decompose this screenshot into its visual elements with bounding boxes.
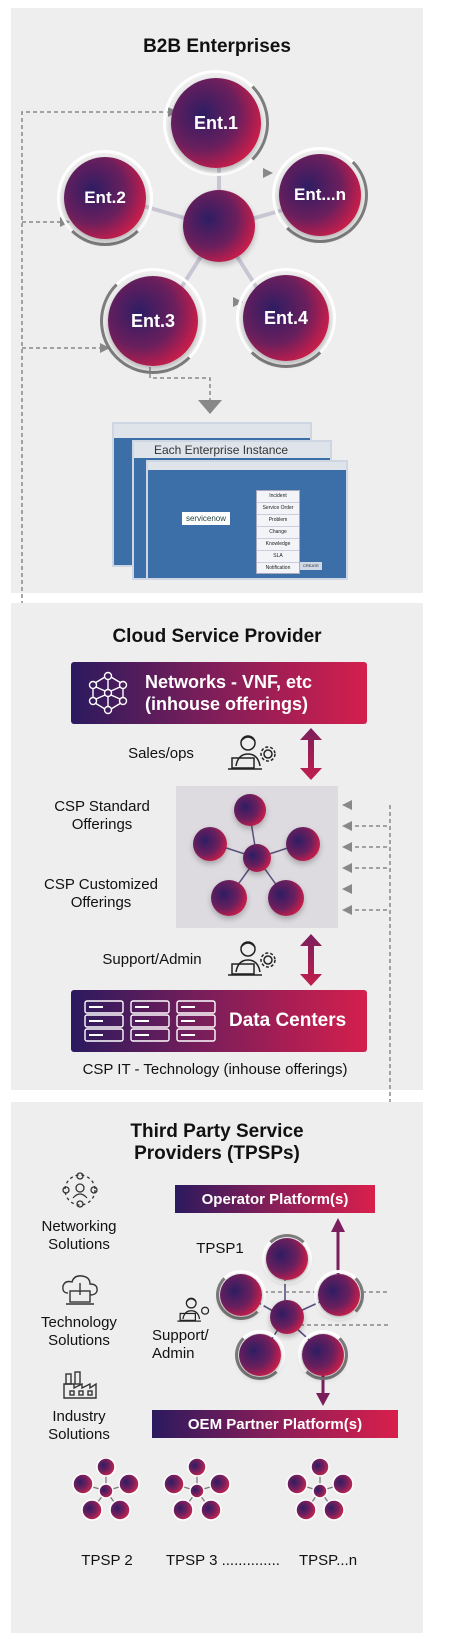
- technology-line1: Technology: [41, 1314, 117, 1331]
- csp-node-center[interactable]: [243, 844, 271, 872]
- tpsp1-right-ring: [314, 1270, 364, 1320]
- hub-node[interactable]: [183, 190, 255, 262]
- tpsp1-br-ring: [298, 1330, 348, 1380]
- tpsp-support-label: Support/ Admin: [152, 1327, 234, 1363]
- networks-banner[interactable]: Networks - VNF, etc (inhouse offerings): [71, 662, 367, 724]
- sales-ops-label: Sales/ops: [128, 745, 194, 762]
- menu-item[interactable]: Problem: [257, 515, 299, 527]
- tpsp1-node-right[interactable]: [318, 1274, 360, 1316]
- server-rack-icon: [84, 1000, 216, 1042]
- csp-customized-line1: CSP Customized: [44, 876, 158, 893]
- tpsp1-node-top[interactable]: [266, 1238, 308, 1280]
- support-updown-arrow: [300, 934, 322, 986]
- datacenters-banner[interactable]: Data Centers: [71, 990, 367, 1052]
- menu-item[interactable]: SLA: [257, 551, 299, 563]
- ent3-node[interactable]: Ent.3: [108, 276, 198, 366]
- csp-footer: CSP IT - Technology (inhouse offerings): [82, 1061, 348, 1078]
- datacenters-banner-text: Data Centers: [229, 1010, 347, 1031]
- csp-node-bottom-right[interactable]: [268, 880, 304, 916]
- ent1-ring: [163, 70, 269, 176]
- tpsp2-cluster: [72, 1458, 140, 1521]
- sales-person-icon: [228, 735, 276, 770]
- network-mesh-icon: [88, 671, 128, 715]
- create-button[interactable]: CREATE: [300, 562, 322, 570]
- technology-solutions-label: Technology Solutions: [24, 1314, 134, 1350]
- networking-line1: Networking: [41, 1218, 117, 1235]
- networks-banner-line2: (inhouse offerings): [145, 694, 308, 714]
- network-people-icon: [62, 1172, 98, 1208]
- tpspn-cluster: [286, 1458, 354, 1521]
- ent3-ring: [100, 268, 206, 374]
- sales-updown-arrow: [300, 728, 322, 780]
- csp-node-left[interactable]: [193, 827, 227, 861]
- csp-node-right[interactable]: [286, 827, 320, 861]
- instance-menu: Incident Service Order Problem Change Kn…: [256, 490, 300, 574]
- entn-node[interactable]: Ent...n: [279, 154, 361, 236]
- ent2-node[interactable]: Ent.2: [64, 157, 146, 239]
- tpsp-title-line2: Providers (TPSPs): [134, 1143, 300, 1164]
- ent2-label: Ent.2: [84, 188, 126, 207]
- factory-icon: [63, 1371, 97, 1399]
- ent4-label: Ent.4: [263, 307, 308, 328]
- ent4-node[interactable]: Ent.4: [243, 275, 329, 361]
- csp-node-bottom-left[interactable]: [211, 880, 247, 916]
- tpsp-support-person-icon: [177, 1297, 210, 1322]
- tpsp-clusters: [72, 1458, 354, 1521]
- csp-standard-line2: Offerings: [71, 816, 133, 833]
- networks-banner-line1: Networks - VNF, etc: [145, 672, 313, 692]
- csp-customized-line2: Offerings: [70, 894, 132, 911]
- industry-line1: Industry: [52, 1408, 106, 1425]
- tpspn-label: TPSP...n: [298, 1552, 358, 1569]
- networking-solutions-label: Networking Solutions: [24, 1218, 134, 1254]
- tpsp1-bl-ring: [235, 1330, 285, 1380]
- tpsp1-node-bottom-left[interactable]: [239, 1334, 281, 1376]
- menu-item[interactable]: Knowledge: [257, 539, 299, 551]
- support-admin-label: Support/Admin: [102, 951, 202, 968]
- ent1-node[interactable]: Ent.1: [171, 78, 261, 168]
- networking-line2: Solutions: [48, 1236, 110, 1253]
- tpsp3-label: TPSP 3 ..............: [166, 1552, 280, 1569]
- csp-standard-line1: CSP Standard: [54, 798, 150, 815]
- tpsp-title-line1: Third Party Service: [130, 1121, 304, 1142]
- industry-line2: Solutions: [48, 1426, 110, 1443]
- tpsp1-left-ring: [216, 1270, 266, 1320]
- tpsp1-label: TPSP1: [196, 1240, 244, 1257]
- menu-item[interactable]: Service Order: [257, 503, 299, 515]
- csp-standard-label: CSP Standard Offerings: [42, 798, 162, 834]
- csp-node-top[interactable]: [234, 794, 266, 826]
- support-person-icon: [228, 941, 276, 976]
- menu-item[interactable]: Notification: [265, 565, 291, 571]
- ent4-ring: [236, 268, 336, 368]
- csp-title: Cloud Service Provider: [112, 626, 322, 647]
- tpsp1-node-left[interactable]: [220, 1274, 262, 1316]
- servicenow-logo: servicenow: [182, 512, 230, 525]
- tpsp1-node-bottom-right[interactable]: [302, 1334, 344, 1376]
- menu-item[interactable]: Change: [257, 527, 299, 539]
- ent3-label: Ent.3: [130, 310, 175, 331]
- technology-line2: Solutions: [48, 1332, 110, 1349]
- entn-ring: [272, 147, 368, 243]
- tpsp2-label: TPSP 2: [81, 1552, 133, 1569]
- ent2-ring: [57, 150, 153, 246]
- instance-screen-front[interactable]: servicenow Incident Service Order Proble…: [146, 460, 348, 580]
- tpsp1-node-center[interactable]: [270, 1300, 304, 1334]
- tpsp-support-line1: Support/: [152, 1327, 209, 1344]
- b2b-title: B2B Enterprises: [143, 36, 291, 57]
- menu-item[interactable]: Incident: [257, 491, 299, 503]
- operator-platform-pill[interactable]: Operator Platform(s): [175, 1185, 375, 1213]
- oem-platform-pill[interactable]: OEM Partner Platform(s): [152, 1410, 398, 1438]
- tpsp-title: Third Party Service Providers (TPSPs): [11, 1121, 423, 1165]
- cloud-laptop-icon: [62, 1275, 98, 1305]
- industry-solutions-label: Industry Solutions: [24, 1408, 134, 1444]
- entn-label: Ent...n: [294, 185, 346, 204]
- tpsp3-cluster: [163, 1458, 231, 1521]
- instance-title: Each Enterprise Instance: [154, 443, 289, 457]
- networks-banner-text: Networks - VNF, etc (inhouse offerings): [145, 671, 312, 715]
- tpsp-support-line2: Admin: [152, 1345, 195, 1362]
- csp-customized-label: CSP Customized Offerings: [34, 876, 168, 912]
- tpsp1-top-ring: [262, 1234, 312, 1284]
- ent1-label: Ent.1: [193, 112, 238, 133]
